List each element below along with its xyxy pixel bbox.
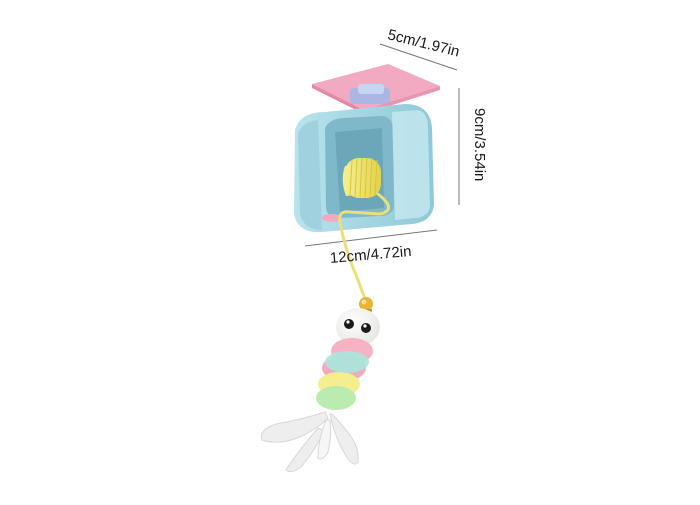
height-dimension-label: 9cm/3.54in (471, 108, 488, 182)
caterpillar-head (336, 308, 380, 346)
segment-green (316, 386, 356, 410)
dimension-lines (304, 43, 460, 247)
caterpillar-body (316, 338, 373, 410)
spring (342, 157, 381, 198)
spring-wire (338, 192, 390, 302)
mount-plate (312, 64, 440, 114)
width-dimension-line (304, 229, 438, 247)
feather-tail (260, 411, 359, 473)
segment-mint (325, 351, 369, 373)
depth-dimension-line (379, 43, 458, 71)
